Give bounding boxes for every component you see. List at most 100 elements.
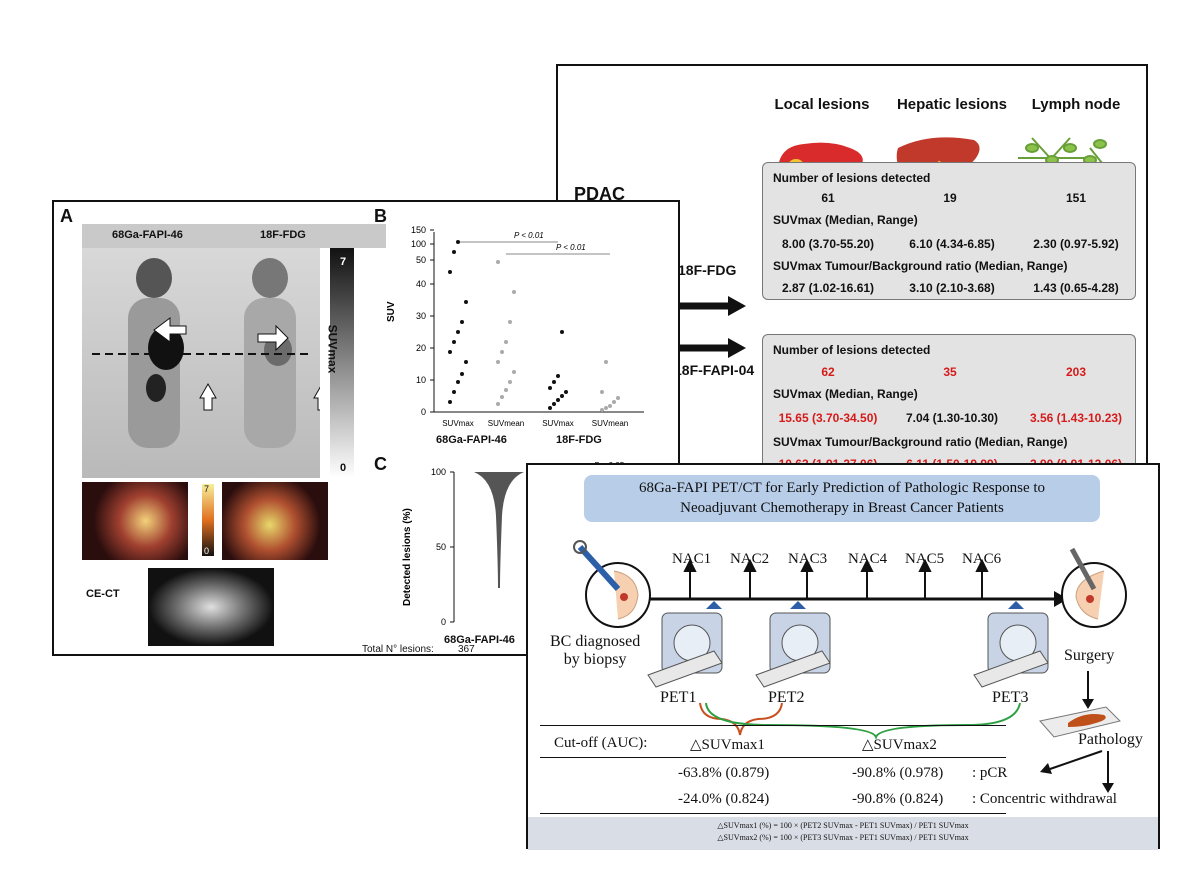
c-xlabel: 68Ga-FAPI-46 xyxy=(444,634,515,646)
fapi-count-local: 62 xyxy=(821,365,835,379)
diagnosis-line1: BC diagnosed xyxy=(550,633,641,650)
fdg-ratio-lymph: 1.43 (0.65-4.28) xyxy=(1033,281,1119,295)
pet-mip-images xyxy=(82,248,331,478)
breast-title-line1: 68Ga-FAPI PET/CT for Early Prediction of… xyxy=(638,480,1046,496)
b-group1-label: 68Ga-FAPI-46 xyxy=(436,434,507,446)
c-y-tick-label: 100 xyxy=(431,467,446,477)
b-point xyxy=(464,360,468,364)
fdg-suvmax-lymph: 2.30 (0.97-5.92) xyxy=(1033,237,1119,251)
b-point xyxy=(460,320,464,324)
pet1-label: PET1 xyxy=(660,689,697,706)
fdg-suvmax-header: SUVmax (Median, Range) xyxy=(773,213,918,227)
b-x-tick-label: SUVmax xyxy=(442,419,474,428)
small-scale-max: 7 xyxy=(204,484,210,494)
fdg-suvmax-hepatic: 6.10 (4.34-6.85) xyxy=(909,237,995,251)
fdg-count-local: 61 xyxy=(821,191,835,205)
b-point xyxy=(504,388,508,392)
b-point xyxy=(600,390,604,394)
b-point xyxy=(496,260,500,264)
b-y-tick-label: 100 xyxy=(411,239,426,249)
c-y-tick-label: 50 xyxy=(436,542,446,552)
pet-scanner-icon xyxy=(647,601,723,688)
b-point xyxy=(456,240,460,244)
breast-title-line2: Neoadjuvant Chemotherapy in Breast Cance… xyxy=(680,500,1004,516)
breast-panel: 68Ga-FAPI PET/CT for Early Prediction of… xyxy=(526,463,1160,850)
table-header-dsuv1: △SUVmax1 xyxy=(690,737,765,753)
table-bottom-rule xyxy=(540,813,1006,814)
b-y-tick-label: 50 xyxy=(416,255,426,265)
suv-scale-label: SUVmax xyxy=(325,324,340,374)
b-point xyxy=(556,398,560,402)
b-point xyxy=(452,250,456,254)
b-y-label: SUV xyxy=(386,301,397,322)
b-point xyxy=(512,370,516,374)
organ-title-local: Local lesions xyxy=(774,96,870,113)
b-point xyxy=(496,402,500,406)
b-y-tick-label: 30 xyxy=(416,311,426,321)
pathology-slide-icon xyxy=(1039,706,1121,738)
diagnosis-line2: by biopsy xyxy=(563,651,627,668)
b-point xyxy=(600,408,604,412)
row1-dsuv2: -90.8% (0.978) xyxy=(852,765,944,781)
nac6-label: NAC6 xyxy=(962,551,1002,567)
fapi-suvmax-hepatic: 7.04 (1.30-10.30) xyxy=(905,411,999,425)
b-point xyxy=(456,330,460,334)
fapi-suvmax-header: SUVmax (Median, Range) xyxy=(773,387,918,401)
green-brace xyxy=(705,702,1021,741)
fdg-count-header: Number of lesions detected xyxy=(773,171,931,185)
orange-brace xyxy=(699,702,783,736)
row2-outcome: : Concentric withdrawal xyxy=(972,791,1117,807)
b-point xyxy=(608,404,612,408)
pet3-label: PET3 xyxy=(992,689,1029,706)
row1-dsuv1: -63.8% (0.879) xyxy=(678,765,770,781)
b-point xyxy=(500,350,504,354)
pet-mip-drawing xyxy=(92,258,331,448)
c-violin xyxy=(474,472,524,588)
c-total-label: Total N° lesions: xyxy=(362,644,434,655)
fapi-ratio-header: SUVmax Tumour/Background ratio (Median, … xyxy=(773,435,1068,449)
fdg-ratio-header: SUVmax Tumour/Background ratio (Median, … xyxy=(773,259,1068,273)
fused-image-fdg xyxy=(222,482,328,560)
b-point xyxy=(512,290,516,294)
b-point xyxy=(548,406,552,410)
nac3-label: NAC3 xyxy=(788,551,828,567)
fdg-count-lymph: 151 xyxy=(1065,191,1087,205)
b-point xyxy=(456,380,460,384)
b-point xyxy=(564,390,568,394)
cect-label: CE-CT xyxy=(86,588,120,600)
fdg-count-hepatic: 19 xyxy=(943,191,957,205)
formula-footer: △SUVmax1 (%) = 100 × (PET2 SUVmax - PET1… xyxy=(528,817,1158,850)
b-point xyxy=(552,380,556,384)
b-point xyxy=(448,270,452,274)
diagnosis-label: BC diagnosed by biopsy xyxy=(550,633,640,669)
c-total-value: 367 xyxy=(458,644,475,655)
b-point xyxy=(508,320,512,324)
organ-title-lymph: Lymph node xyxy=(1031,96,1121,113)
pdac-label: PDAC xyxy=(574,184,626,204)
formula-line2: △SUVmax2 (%) = 100 × (PET3 SUVmax - PET1… xyxy=(717,833,969,842)
pet2-label: PET2 xyxy=(768,689,805,706)
b-point xyxy=(452,340,456,344)
fdg-ratio-local: 2.87 (1.02-16.61) xyxy=(781,281,875,295)
b-point xyxy=(556,374,560,378)
panel-b-label: B xyxy=(374,206,387,226)
b-point xyxy=(508,380,512,384)
suv-scale-min: 0 xyxy=(340,462,347,474)
b-point xyxy=(500,395,504,399)
fdg-stats-box: Number of lesions detected 61 19 151 SUV… xyxy=(762,162,1136,300)
b-point xyxy=(464,300,468,304)
surgery-label: Surgery xyxy=(1064,647,1115,664)
b-point xyxy=(616,396,620,400)
pet-scanner-icon xyxy=(755,601,831,688)
b-point xyxy=(548,386,552,390)
timeline-drawing xyxy=(573,540,1127,741)
b-point xyxy=(504,340,508,344)
fapi-stats-box: Number of lesions detected 62 35 203 SUV… xyxy=(762,334,1136,476)
fapi-count-lymph: 203 xyxy=(1065,365,1087,379)
breast-title-box: 68Ga-FAPI PET/CT for Early Prediction of… xyxy=(584,475,1100,522)
fapi-suvmax-local: 15.65 (3.70-34.50) xyxy=(778,411,878,425)
table-header-cutoff: Cut-off (AUC): xyxy=(554,735,648,751)
b-point xyxy=(612,400,616,404)
b-x-tick-label: SUVmax xyxy=(542,419,574,428)
